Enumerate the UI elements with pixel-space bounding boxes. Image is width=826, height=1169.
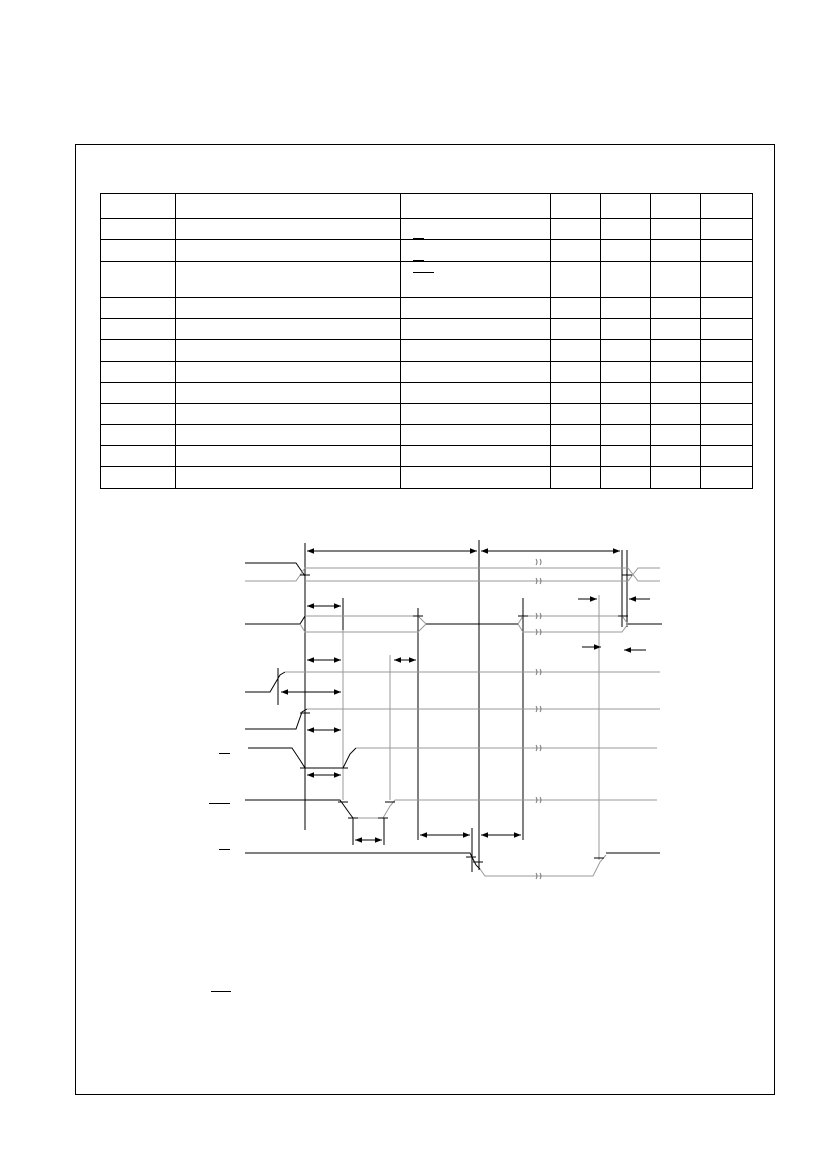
signal-row-address [245,562,660,582]
table-row [100,402,753,425]
page-border-frame [75,144,775,1095]
ac-characteristics-table [100,192,753,490]
overline-mark [283,239,292,240]
header-cell-parameter [175,192,401,220]
overline-mark [209,803,230,804]
overline-mark [211,991,231,992]
overline-mark [219,849,230,850]
overline-mark [413,238,424,239]
data-timing-arrows [307,596,650,663]
table-row [100,218,753,241]
signal-row-5 [248,747,657,778]
table-row [100,381,753,404]
break-marks [535,558,542,880]
header-cell-unit [700,192,753,220]
header-cell-typ [600,192,651,220]
header-cell-symbol [100,192,176,220]
table-row [100,465,753,490]
overline-mark [413,272,434,273]
overline-mark [413,260,424,261]
signal-row-7 [245,828,660,877]
table-row [100,239,753,263]
table-row [100,297,753,320]
table-row [100,444,753,467]
header-cell-conditions [400,192,551,220]
header-cell-max [650,192,701,220]
table-row [100,339,753,362]
signal-row-data [245,615,662,633]
signal-row-6 [245,799,657,845]
signal-row-3 [245,668,660,705]
table-row [100,261,753,299]
timing-gray-guides [342,595,600,860]
signal-row-4 [245,708,660,733]
overline-mark [219,753,230,754]
table-header-row [100,192,753,220]
